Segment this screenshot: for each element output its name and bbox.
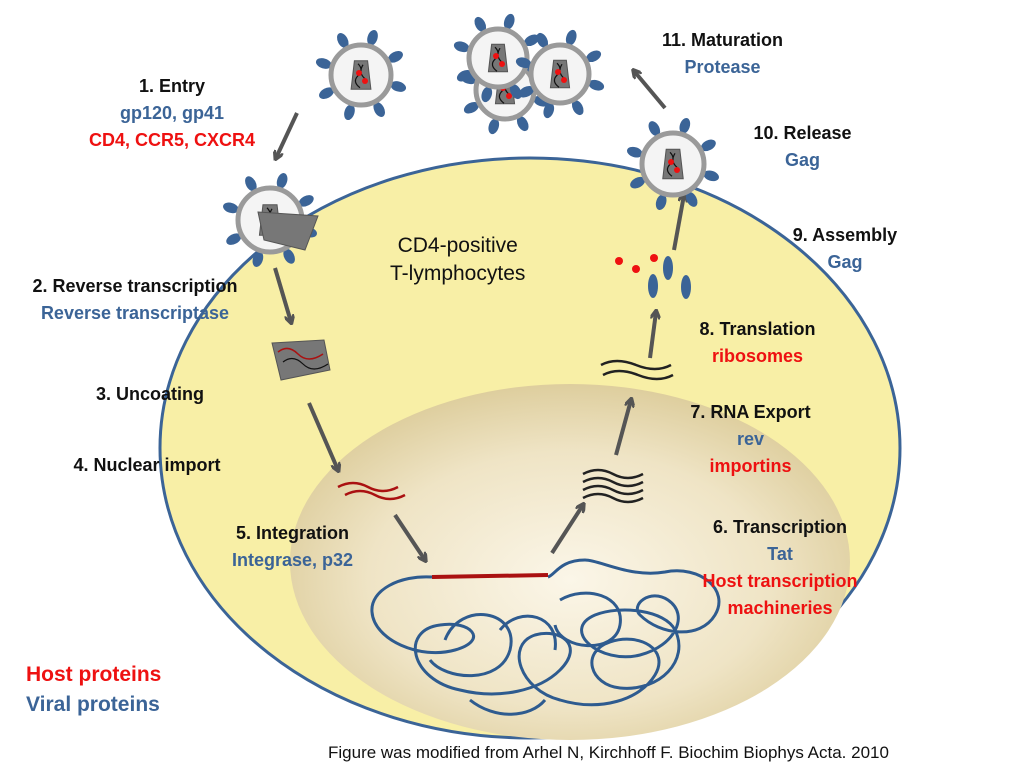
integrated-provirus (431, 573, 549, 579)
step-transcription: 6. Transcription Tat Host transcription … (680, 514, 880, 622)
step-nuclear-import: 4. Nuclear import (42, 452, 252, 479)
step-assembly: 9. Assembly Gag (770, 222, 920, 276)
step-integration-title: 5. Integration (235, 523, 349, 543)
step-release-viral: Gag (784, 150, 820, 170)
step-entry: 1. Entry gp120, gp41 CD4, CCR5, CXCR4 (62, 73, 282, 154)
step-reverse-transcription: 2. Reverse transcription Reverse transcr… (0, 273, 270, 327)
step-rna-export-host: importins (709, 456, 792, 476)
arrow-reverse-transcription (273, 267, 291, 322)
step-uncoating-title: 3. Uncoating (95, 384, 204, 404)
step-entry-title: 1. Entry (138, 76, 206, 96)
cell-label-line-2: T-lymphocytes (390, 262, 526, 285)
step-assembly-viral: Gag (827, 252, 863, 272)
step-transcription-host-2: machineries (727, 598, 833, 618)
step-maturation: 11. Maturation Protease (640, 27, 805, 81)
step-translation-host: ribosomes (711, 346, 804, 366)
viral-rna-transcripts (582, 468, 644, 504)
step-integration-viral: Integrase, p32 (231, 550, 354, 570)
step-maturation-title: 11. Maturation (661, 30, 784, 50)
arrow-entry (276, 112, 299, 158)
step-uncoating: 3. Uncoating (60, 381, 240, 408)
step-rt-title: 2. Reverse transcription (32, 276, 238, 296)
step-assembly-title: 9. Assembly (792, 225, 898, 245)
cell-label: CD4-positive T-lymphocytes (390, 232, 525, 288)
step-release: 10. Release Gag (730, 120, 875, 174)
arrow-uncoating (307, 402, 338, 470)
viral-rna-import (337, 481, 406, 501)
step-transcription-viral: Tat (767, 544, 793, 564)
arrow-assembly (672, 195, 684, 251)
entering-core (257, 211, 319, 251)
step-rna-export-title: 7. RNA Export (690, 402, 811, 422)
virion-free (315, 29, 407, 121)
step-translation-title: 8. Translation (699, 319, 816, 339)
arrow-translation (648, 312, 656, 359)
exported-rna (600, 359, 674, 381)
pathway-arrows (275, 71, 684, 560)
step-rna-export-viral: rev (736, 429, 765, 449)
step-entry-viral: gp120, gp41 (119, 103, 225, 123)
step-maturation-viral: Protease (684, 57, 761, 77)
host-dna (370, 558, 721, 707)
virion-released (627, 118, 719, 210)
step-translation: 8. Translation ribosomes (675, 316, 840, 370)
arrow-rna-export (614, 400, 631, 456)
arrow-release (634, 71, 667, 110)
uncoated-core (271, 339, 331, 381)
arrow-integration (393, 513, 425, 560)
figure-caption: Figure was modified from Arhel N, Kirchh… (328, 743, 889, 762)
host-dna-loops (428, 591, 622, 716)
assembly-proteins (615, 254, 691, 299)
step-integration: 5. Integration Integrase, p32 (205, 520, 380, 574)
cell-label-line-1: CD4-positive (397, 234, 518, 257)
arrow-transcription (550, 505, 583, 555)
legend-viral: Viral proteins (26, 693, 160, 716)
step-transcription-host-1: Host transcription (702, 571, 858, 591)
legend: Host proteins Viral proteins (26, 660, 161, 720)
step-nuclear-import-title: 4. Nuclear import (73, 455, 221, 475)
legend-host: Host proteins (26, 663, 162, 686)
entering-virion (223, 173, 319, 267)
step-transcription-title: 6. Transcription (712, 517, 848, 537)
step-release-title: 10. Release (753, 123, 852, 143)
step-rna-export: 7. RNA Export rev importins (663, 399, 838, 480)
virion-mature-right (515, 29, 605, 119)
virion-particles (315, 13, 719, 210)
step-entry-host: CD4, CCR5, CXCR4 (88, 130, 256, 150)
step-rt-viral: Reverse transcriptase (40, 303, 230, 323)
